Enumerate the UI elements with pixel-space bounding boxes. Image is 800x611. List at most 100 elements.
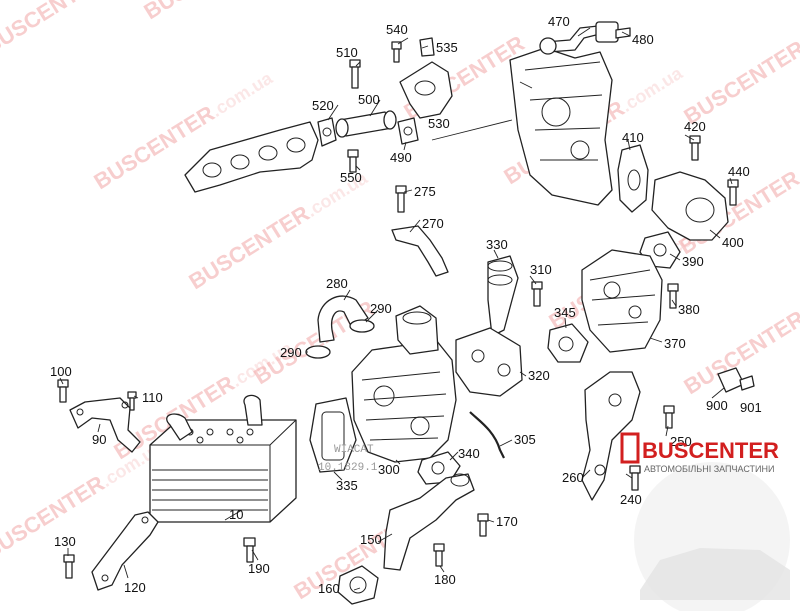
bolt-550 <box>347 149 359 173</box>
callout-300: 300 <box>378 462 400 477</box>
bolt-440 <box>727 179 739 206</box>
seal-305 <box>469 411 505 459</box>
callout-90: 90 <box>92 432 106 447</box>
logo-tagline: АВТОМОБІЛЬНІ ЗАПЧАСТИНИ <box>644 464 774 474</box>
callout-290-b: 290 <box>280 345 302 360</box>
bolt-130 <box>63 554 75 579</box>
stamp-line-1: WIACAT <box>334 444 374 456</box>
callout-390: 390 <box>682 254 704 269</box>
watermark: BUSCENTER <box>679 35 800 129</box>
callout-180: 180 <box>434 572 456 587</box>
part-cover-plate <box>509 47 613 206</box>
module-370 <box>581 249 663 353</box>
center-stamp: WIACAT 10.1829.1 <box>318 444 378 474</box>
callout-170: 170 <box>496 514 518 529</box>
callout-290-a: 290 <box>370 301 392 316</box>
callout-520: 520 <box>312 98 334 113</box>
clamp-290-lower <box>305 345 331 359</box>
callout-335: 335 <box>336 478 358 493</box>
callout-345: 345 <box>554 305 576 320</box>
callout-380: 380 <box>678 302 700 317</box>
callout-310: 310 <box>530 262 552 277</box>
part-pipe-470 <box>539 25 601 55</box>
callout-150: 150 <box>360 532 382 547</box>
bolt-180 <box>433 543 445 567</box>
leader-lines <box>59 27 733 591</box>
callout-370: 370 <box>664 336 686 351</box>
callout-540: 540 <box>386 22 408 37</box>
part-exhaust-manifold <box>184 121 319 193</box>
callout-270: 270 <box>422 216 444 231</box>
callout-330: 330 <box>486 237 508 252</box>
housing-400 <box>651 171 729 241</box>
callout-901: 901 <box>740 400 762 415</box>
logo-mark-icon <box>620 432 640 464</box>
callout-305: 305 <box>514 432 536 447</box>
part-elbow-530 <box>399 61 453 119</box>
callout-160: 160 <box>318 581 340 596</box>
gasket-410 <box>617 144 649 213</box>
part-bracket-90 <box>69 397 141 453</box>
callout-470: 470 <box>548 14 570 29</box>
pipe-150 <box>383 473 475 571</box>
callout-340: 340 <box>458 446 480 461</box>
bracket-260 <box>581 371 641 501</box>
bolt-275 <box>395 185 407 213</box>
actuator-330 <box>487 255 519 337</box>
gasket-160 <box>337 565 379 605</box>
watermark: BUSCENTER.com.ua <box>0 434 167 564</box>
callout-550: 550 <box>340 170 362 185</box>
clip-535 <box>419 37 435 57</box>
clamp-290-upper <box>349 319 375 333</box>
callout-480: 480 <box>632 32 654 47</box>
gasket-345 <box>547 323 589 363</box>
bolt-170 <box>477 513 489 537</box>
module-300 <box>351 305 457 463</box>
gasket-520 <box>317 117 337 147</box>
valve-480 <box>595 21 631 43</box>
watermark: BUSCENTER <box>139 0 268 24</box>
block-320 <box>455 327 523 397</box>
callout-900: 900 <box>706 398 728 413</box>
logo-brand: BUSCENTER <box>642 438 779 463</box>
gasket-335 <box>309 397 357 473</box>
callout-490: 490 <box>390 150 412 165</box>
buscenter-logo: BUSCENTER АВТОМОБІЛЬНІ ЗАПЧАСТИНИ <box>620 432 790 611</box>
callout-120: 120 <box>124 580 146 595</box>
callout-280: 280 <box>326 276 348 291</box>
sensor-900 <box>717 367 755 393</box>
part-egr-cooler <box>149 394 297 523</box>
bolt-190 <box>243 537 256 563</box>
callout-420: 420 <box>684 119 706 134</box>
callout-400: 400 <box>722 235 744 250</box>
callout-535: 535 <box>436 40 458 55</box>
callout-275: 275 <box>414 184 436 199</box>
callout-320: 320 <box>528 368 550 383</box>
callout-110: 110 <box>142 390 163 405</box>
bolt-110 <box>127 391 137 411</box>
callout-130: 130 <box>54 534 76 549</box>
callout-530: 530 <box>428 116 450 131</box>
bolt-420 <box>689 135 701 161</box>
callout-240: 240 <box>620 492 642 507</box>
bolt-380 <box>667 283 679 309</box>
callout-440: 440 <box>728 164 750 179</box>
bolt-240 <box>629 465 641 491</box>
callout-labels: 10 90 100 110 120 130 150 160 170 180 19… <box>50 14 762 596</box>
callout-410: 410 <box>622 130 644 145</box>
part-egr-pipe-500 <box>335 110 397 138</box>
bolt-540 <box>391 41 402 63</box>
part-bracket-120 <box>91 511 159 591</box>
gasket-490 <box>397 117 419 145</box>
callout-250: 250 <box>670 434 692 449</box>
bolt-250 <box>663 405 675 429</box>
bolt-510 <box>349 59 361 89</box>
bolt-310 <box>531 281 543 307</box>
callout-10: 10 <box>229 507 243 522</box>
callout-260: 260 <box>562 470 584 485</box>
callout-510: 510 <box>336 45 358 60</box>
callout-100: 100 <box>50 364 72 379</box>
callout-500: 500 <box>358 92 380 107</box>
stamp-line-2: 10.1829.1 <box>318 462 378 474</box>
